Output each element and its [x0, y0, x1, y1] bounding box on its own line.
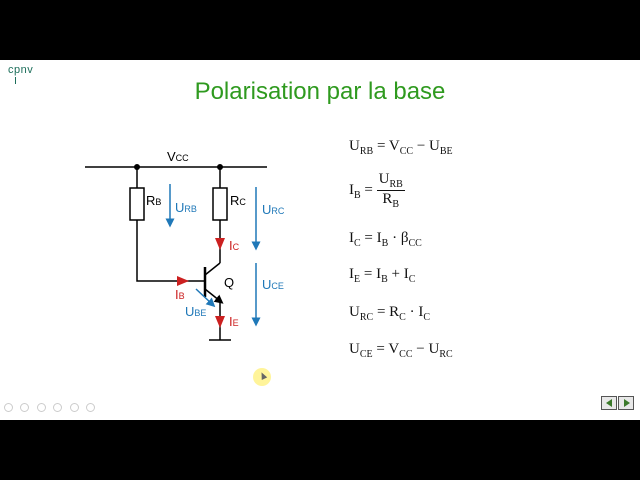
- label-q: Q: [224, 275, 234, 290]
- equation-urb: URB = VCC − UBE: [349, 138, 453, 157]
- toolbar-grid-icon[interactable]: [53, 403, 63, 412]
- transistor-emitter-lead: [204, 288, 224, 304]
- label-uce: UCE: [262, 277, 284, 292]
- equation-uce: UCE = VCC − URC: [349, 341, 453, 360]
- ube-arrow: [195, 288, 216, 308]
- toolbar-next-icon[interactable]: [20, 403, 30, 412]
- arrow-left-icon: [606, 399, 612, 407]
- equation-ib: IB = URB RB: [349, 171, 405, 210]
- label-rb: RB: [146, 193, 161, 208]
- resistor-rb: [129, 187, 145, 221]
- resistor-rc: [212, 187, 228, 221]
- label-ib: IB: [175, 287, 185, 302]
- label-ic: IC: [229, 238, 240, 253]
- presentation-toolbar[interactable]: [4, 399, 98, 417]
- toolbar-zoom-icon[interactable]: [69, 403, 79, 412]
- fraction-urb-over-rb: URB RB: [376, 171, 405, 210]
- slide-title: Polarisation par la base: [194, 78, 446, 105]
- label-vcc: VCC: [167, 149, 189, 164]
- transistor-collector-lead: [204, 262, 221, 276]
- label-urc: URC: [262, 202, 285, 217]
- next-slide-button[interactable]: [618, 396, 634, 410]
- label-ie: IE: [229, 314, 239, 329]
- logo-mark: [15, 77, 16, 84]
- equation-urc: URC = RC · IC: [349, 304, 431, 323]
- circuit-diagram: VCC RB RC URB URC IC Q UCE IB UBE IE: [85, 149, 285, 341]
- cursor-icon: [258, 371, 268, 380]
- cpnv-logo: cpnv: [8, 64, 34, 76]
- equation-ie: IE = IB + IC: [349, 266, 416, 285]
- toolbar-pen-icon[interactable]: [36, 403, 46, 412]
- ib-arrow: [177, 276, 189, 286]
- arrow-right-icon: [624, 399, 630, 407]
- ic-arrow: [215, 238, 225, 250]
- wire-rb-base: [136, 220, 205, 282]
- ie-arrow: [215, 316, 225, 328]
- label-urb: URB: [175, 200, 197, 215]
- slide: cpnv Polarisation par la base: [0, 60, 640, 420]
- slide-navigation: [600, 396, 634, 415]
- label-ube: UBE: [185, 304, 206, 319]
- pointer-highlight: [253, 368, 271, 386]
- equation-ic: IC = IB · βCC: [349, 230, 422, 249]
- toolbar-prev-icon[interactable]: [4, 403, 13, 412]
- toolbar-menu-icon[interactable]: [86, 403, 96, 412]
- previous-slide-button[interactable]: [601, 396, 617, 410]
- label-rc: RC: [230, 193, 246, 208]
